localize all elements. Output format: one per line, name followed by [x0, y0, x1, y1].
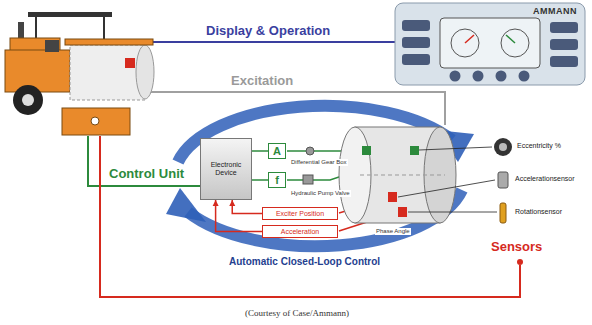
- connector: [252, 151, 268, 152]
- arrowhead: [229, 200, 235, 206]
- roller-illustration: [91, 117, 99, 125]
- vibration-drum: [339, 127, 371, 223]
- vibration-drum: [388, 192, 397, 202]
- roller-illustration: [22, 94, 34, 106]
- vibration-drum: [339, 127, 456, 223]
- display-panel-illustration: [395, 3, 585, 85]
- node-text: A: [273, 146, 281, 157]
- connector: [229, 200, 262, 214]
- roller-illustration: [45, 40, 59, 52]
- sensor-icons: [494, 138, 512, 156]
- roller-illustration: [28, 12, 112, 17]
- vibration-drum: [360, 175, 445, 176]
- sensor-name: Accelerationsensor: [514, 175, 576, 183]
- signal-wires: [88, 136, 200, 186]
- signal-wires: [118, 41, 395, 43]
- display-panel-illustration: [451, 29, 479, 57]
- vibration-drum: [410, 146, 419, 155]
- sensor-leaders: [398, 180, 495, 197]
- sensor-name: Rotationsensor: [514, 208, 563, 216]
- roller-illustration: [125, 58, 135, 68]
- display-panel-illustration: [465, 35, 474, 43]
- frequency-box: f: [268, 172, 286, 188]
- sensor-icons: [494, 138, 512, 223]
- component-icons: [306, 147, 314, 155]
- signal-label: Control Unit: [108, 167, 185, 182]
- roller-illustration: [13, 85, 43, 115]
- signal-wires: [140, 92, 445, 125]
- connector: [213, 200, 262, 232]
- display-panel-illustration: [473, 71, 484, 82]
- display-panel-illustration: [550, 39, 578, 50]
- node-text: f: [275, 175, 279, 186]
- roller-illustration: [5, 50, 70, 92]
- node-text: Electronic Device: [204, 161, 248, 178]
- display-panel-illustration: [550, 56, 578, 67]
- display-panel-illustration: [440, 18, 540, 68]
- display-panel-illustration: [450, 71, 461, 82]
- display-panel-illustration: [519, 71, 530, 82]
- electronic-device: Electronic Device: [200, 138, 252, 200]
- caption: (Courtesy of Case/Ammann): [0, 308, 592, 318]
- signal-wires: [88, 42, 523, 297]
- feedback-box: Acceleration: [262, 225, 338, 238]
- node-text: AMMANN: [533, 6, 577, 16]
- sensor-icons: [499, 143, 507, 151]
- display-panel-illustration: [395, 3, 585, 85]
- sensor-name: Eccentricity %: [516, 142, 562, 150]
- connector-line: [252, 179, 268, 181]
- part-name: Hydraulic Pump Valve: [290, 190, 351, 197]
- sensor-leaders: [408, 212, 497, 213]
- signal-wires: [100, 136, 520, 297]
- signal-wires: [517, 259, 523, 265]
- connector-line: [216, 200, 262, 232]
- display-panel-illustration: [496, 71, 507, 82]
- signal-label: Excitation: [230, 74, 294, 89]
- part-name: Differential Gear Box: [290, 159, 348, 166]
- roller-illustration: [5, 12, 154, 135]
- roller-illustration: [65, 39, 153, 45]
- roller-illustration: [136, 45, 154, 99]
- connector-line: [252, 150, 268, 152]
- connector: [252, 180, 268, 181]
- roller-illustration: [10, 38, 60, 51]
- roller-illustration: [70, 45, 145, 100]
- feedback-box: Exciter Position: [262, 207, 338, 220]
- loop-title: Automatic Closed-Loop Control: [228, 256, 381, 268]
- display-panel: AMMANN: [395, 3, 585, 85]
- display-panel-illustration: [506, 35, 515, 43]
- closed-loop-arrows: [166, 106, 474, 246]
- sensor-leaders: [398, 147, 497, 212]
- display-panel-illustration: [402, 20, 430, 31]
- display-panel-illustration: [402, 37, 430, 48]
- vibration-drum: [398, 207, 407, 217]
- roller-illustration: [18, 22, 24, 40]
- sensor-icons: [498, 172, 508, 188]
- node-text: Exciter Position: [276, 208, 324, 219]
- display-panel-illustration: [550, 22, 578, 33]
- roller-illustration: [62, 108, 130, 135]
- vibration-drum: [362, 146, 371, 155]
- sensor-leaders: [419, 147, 492, 150]
- connector-line: [232, 200, 262, 214]
- signal-label: Sensors: [490, 240, 543, 255]
- node-text: Acceleration: [281, 226, 320, 237]
- part-name: Phase Angle: [375, 228, 411, 235]
- signal-label: Display & Operation: [205, 24, 331, 39]
- amplitude-box: A: [268, 143, 286, 159]
- component-icons: [303, 175, 313, 184]
- display-panel-illustration: [402, 54, 430, 65]
- display-panel-illustration: [501, 29, 529, 57]
- sensor-icons: [500, 203, 506, 223]
- arrowhead: [213, 200, 219, 206]
